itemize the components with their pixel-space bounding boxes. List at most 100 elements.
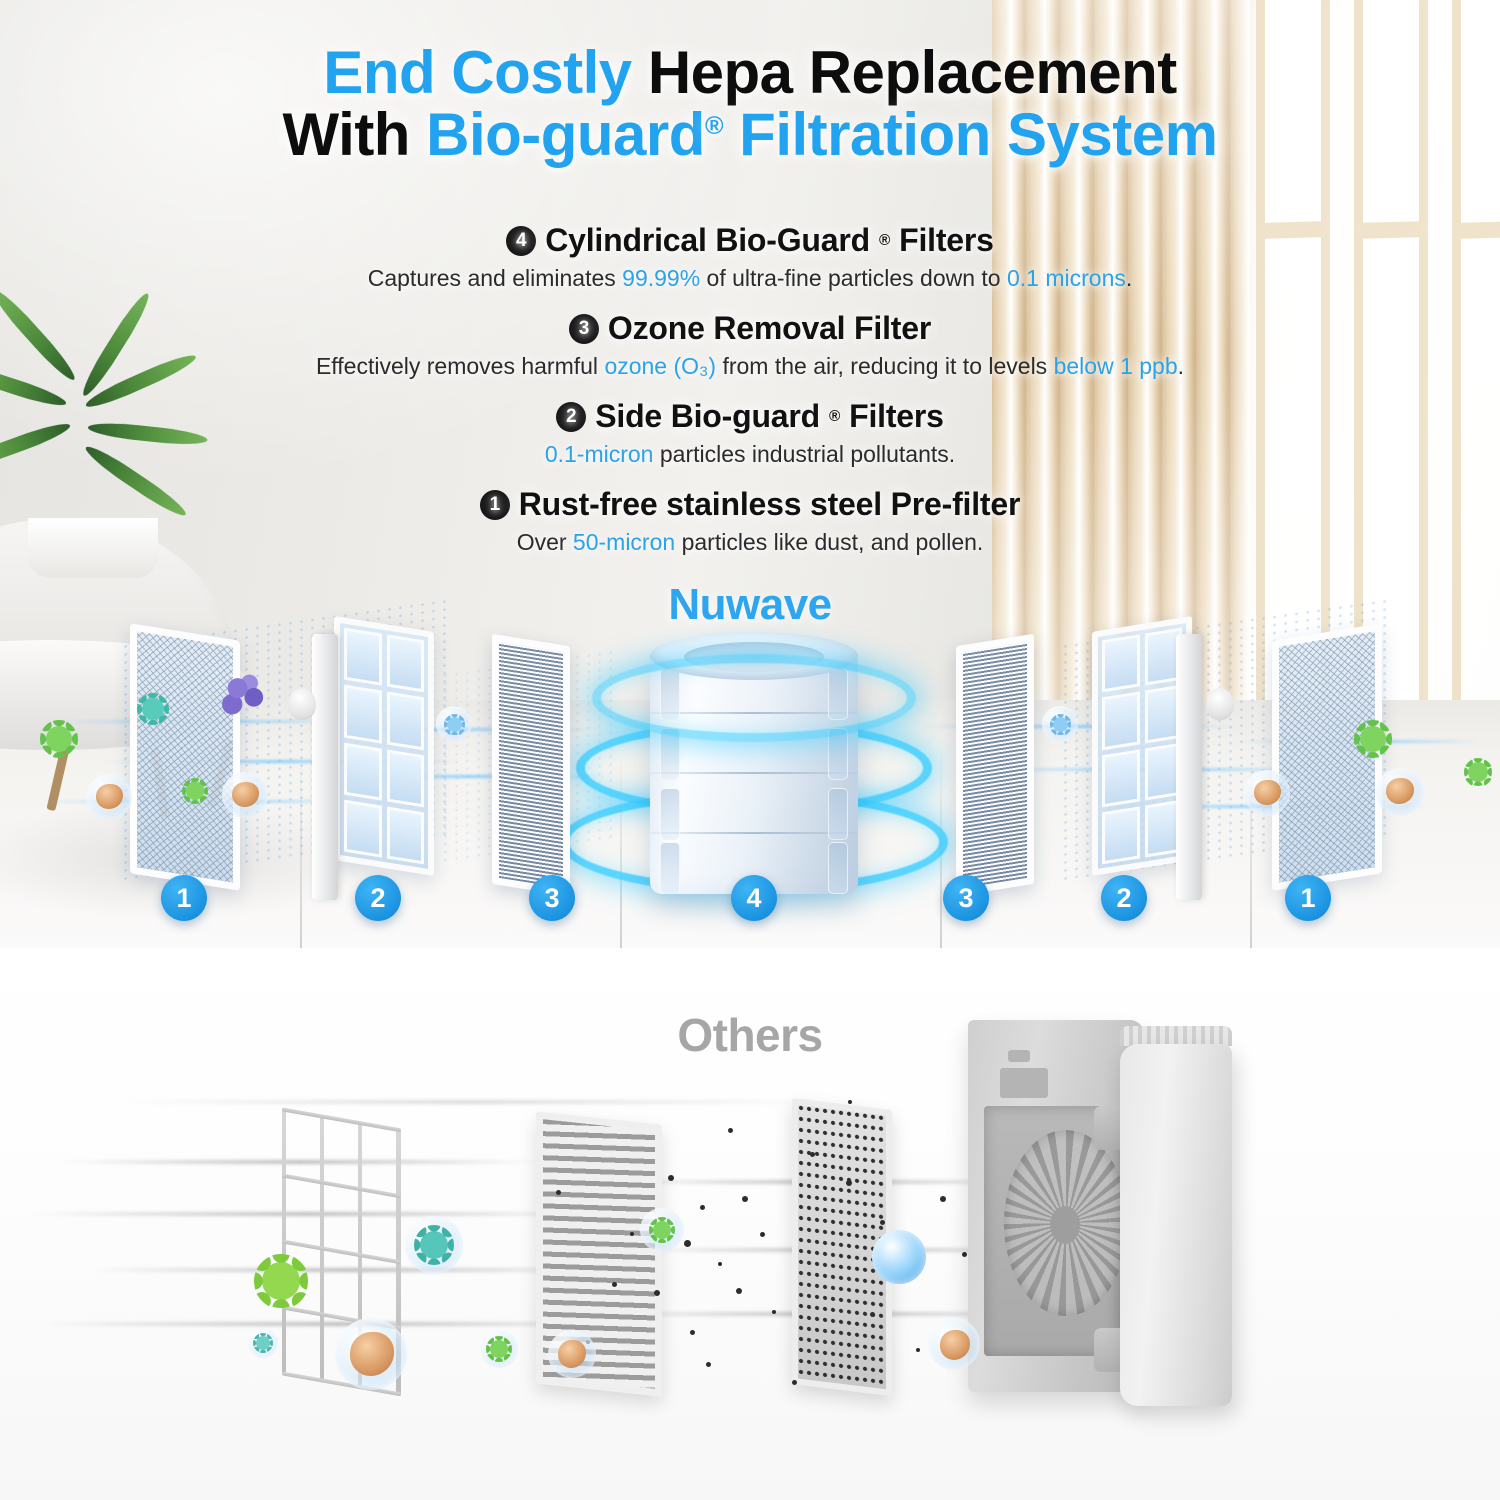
filter-side-grid-left xyxy=(334,616,434,876)
feature-3-subtitle: Effectively removes harmful ozone (O₃) f… xyxy=(0,353,1500,380)
feature-2-title-main: Side Bio-guard xyxy=(595,398,820,434)
filter-badge-3-left: 3 xyxy=(529,875,575,921)
page-headline: End Costly Hepa Replacement With Bio-gua… xyxy=(0,39,1500,169)
bacteria-icon xyxy=(443,713,466,736)
feature-item-1: 1 Rust-free stainless steel Pre-filter O… xyxy=(0,486,1500,556)
sub-mid: particles industrial pollutants. xyxy=(653,441,956,467)
feature-3-title-main: Ozone Removal Filter xyxy=(607,310,932,346)
headline-line-1: End Costly Hepa Replacement xyxy=(0,39,1500,106)
sub-highlight-1: ozone (O₃) xyxy=(604,353,717,379)
brand-name-nuwave: Nuwave xyxy=(668,580,832,629)
virus-germ-icon xyxy=(486,1336,512,1362)
virus-germ-icon xyxy=(182,778,208,804)
cylinder-slot xyxy=(828,788,848,840)
headline-line2-brand: Bio-guard xyxy=(426,101,705,169)
registered-mark: ® xyxy=(829,407,841,425)
sub-highlight-2: below 1 ppb xyxy=(1053,353,1178,379)
virus-germ-icon xyxy=(137,693,169,725)
virus-germ-icon xyxy=(1463,757,1493,787)
headline-line1-black: Hepa Replacement xyxy=(647,39,1177,106)
ion-bubble xyxy=(872,1230,926,1284)
feature-number-badge: 2 xyxy=(556,401,587,432)
plant-pot xyxy=(28,518,158,578)
grid-cell xyxy=(1102,806,1140,865)
headline-line2-tail: Filtration System xyxy=(739,101,1218,169)
feature-number-badge: 3 xyxy=(568,313,599,344)
sub-mid: of ultra-fine particles down to xyxy=(700,265,1007,291)
filter-grid-spine-left xyxy=(312,634,338,900)
sub-highlight-1: 0.1-micron xyxy=(544,441,654,467)
cylinder-slot xyxy=(828,842,848,894)
sub-mid: from the air, reducing it to levels xyxy=(716,353,1054,379)
sub-mid: particles like dust, and pollen. xyxy=(675,529,984,555)
cylinder-slot xyxy=(660,788,680,840)
pollen-particle xyxy=(350,1332,394,1376)
filter-grid-spine-right xyxy=(1176,634,1202,900)
feature-1-title: 1 Rust-free stainless steel Pre-filter xyxy=(0,486,1500,523)
grid-cell xyxy=(344,799,382,858)
feature-4-title: 4 Cylindrical Bio-Guard® Filters xyxy=(0,222,1500,259)
cylinder-segment-line xyxy=(650,832,858,834)
purifier-front-cover xyxy=(1120,1044,1232,1406)
filter-ozone-right xyxy=(956,633,1034,897)
cylinder-slot xyxy=(660,842,680,894)
feature-1-subtitle: Over 50-micron particles like dust, and … xyxy=(0,529,1500,556)
virus-germ-icon xyxy=(253,1253,309,1309)
feature-item-2: 2 Side Bio-guard® Filters 0.1-micron par… xyxy=(0,398,1500,468)
sub-pre: Effectively removes harmful xyxy=(315,353,605,379)
feature-2-title: 2 Side Bio-guard® Filters xyxy=(0,398,1500,435)
grid-cell xyxy=(386,806,424,865)
pet-dander-particle xyxy=(558,1340,586,1368)
filter-badge-2-left: 2 xyxy=(355,875,401,921)
cylinder-segment-line xyxy=(650,772,858,774)
filter-badge-2-right: 2 xyxy=(1101,875,1147,921)
filter-badge-1-right: 1 xyxy=(1285,875,1331,921)
pet-dander-particle xyxy=(940,1330,970,1360)
pollen-particle xyxy=(1254,780,1281,805)
virus-germ-icon xyxy=(40,720,78,758)
bacteria-icon xyxy=(252,1332,274,1354)
feature-3-title: 3 Ozone Removal Filter xyxy=(0,310,1500,347)
sub-highlight-1: 99.99% xyxy=(622,265,701,291)
glow-ring xyxy=(592,654,916,742)
grid-cell xyxy=(386,634,424,693)
airflow-gray-streak xyxy=(30,1212,590,1216)
grid-cell xyxy=(1102,691,1140,750)
flower-decor xyxy=(216,672,270,718)
airflow-gray-streak xyxy=(120,1100,820,1104)
pet-dander-icon xyxy=(1206,688,1234,720)
grid-cell xyxy=(344,627,382,686)
sub-pre: Over xyxy=(516,529,573,555)
purifier-fan-hub xyxy=(1050,1206,1080,1244)
floor-tile-seam xyxy=(1250,748,1252,948)
bacteria-icon xyxy=(1049,713,1072,736)
sub-highlight-2: 0.1 microns xyxy=(1007,265,1126,291)
competitor-air-purifier xyxy=(968,1010,1236,1406)
sub-post: . xyxy=(1125,265,1133,291)
grid-cell xyxy=(386,748,424,808)
pollen-particle xyxy=(232,782,259,807)
registered-mark: ® xyxy=(878,231,891,249)
virus-germ-icon xyxy=(1354,720,1392,758)
feature-item-4: 4 Cylindrical Bio-Guard® Filters Capture… xyxy=(0,222,1500,292)
grid-cell xyxy=(344,684,382,744)
purifier-label-plate xyxy=(1000,1068,1048,1098)
filter-pre-mesh-right xyxy=(1272,623,1382,891)
feature-1-title-main: Rust-free stainless steel Pre-filter xyxy=(518,486,1021,522)
filter-ozone-left xyxy=(492,633,570,897)
airflow-gray-streak xyxy=(60,1160,540,1164)
filter-badge-1-left: 1 xyxy=(161,875,207,921)
feature-number-badge: 4 xyxy=(506,225,537,256)
grid-cell xyxy=(386,691,424,750)
filter-pre-mesh-left xyxy=(130,623,240,891)
airflow-gray-streak xyxy=(90,1268,610,1272)
pollen-particle xyxy=(96,784,123,809)
brand-name-others: Others xyxy=(677,1009,823,1061)
feature-4-title-main: Cylindrical Bio-Guard xyxy=(545,222,870,258)
pet-dander-icon xyxy=(288,688,316,720)
virus-germ-icon xyxy=(413,1224,455,1266)
registered-mark: ® xyxy=(704,112,724,141)
pollen-particle xyxy=(1386,778,1414,804)
feature-item-3: 3 Ozone Removal Filter Effectively remov… xyxy=(0,310,1500,380)
sub-highlight-1: 50-micron xyxy=(572,529,676,555)
